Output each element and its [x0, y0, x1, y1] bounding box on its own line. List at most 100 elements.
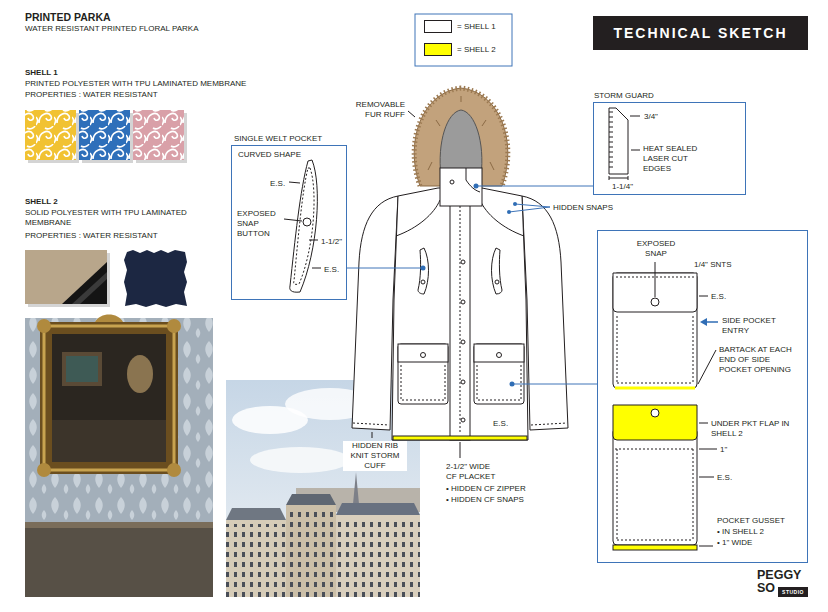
leader-line	[460, 442, 461, 458]
pocket-flap	[398, 344, 448, 362]
city-photo	[286, 505, 336, 597]
dimension: 3/4"	[644, 112, 658, 122]
callout-dot	[421, 184, 518, 387]
pocket-detail	[613, 262, 717, 550]
leader-line	[512, 384, 597, 385]
welt-pocket-detail	[284, 160, 321, 292]
topstitch	[401, 365, 474, 400]
pocket-detail	[613, 428, 697, 545]
interior-photo	[52, 420, 166, 462]
callout-note: UNDER PKT FLAP IN SHELL 2	[711, 419, 793, 439]
node-text: TECHNICAL SKETCH	[613, 25, 787, 41]
collar	[440, 168, 482, 206]
detail-box: EXPOSED SNAP1/4" SNTSE.S.SIDE POCKET ENT…	[597, 230, 808, 563]
fabric-swatch	[25, 110, 187, 163]
city-photo	[336, 515, 420, 597]
fabric-swatch	[25, 110, 76, 160]
callout-note: E.S.	[717, 473, 732, 483]
fabric-swatch	[79, 110, 130, 160]
fabric-swatch	[25, 250, 107, 304]
city-photo	[226, 508, 286, 520]
parka-sketch	[352, 88, 568, 440]
node-text: STUDIO	[782, 589, 804, 595]
fabric-swatch	[133, 110, 184, 160]
detail-heading: SINGLE WELT POCKET	[234, 134, 322, 144]
storm-guard-detail	[609, 112, 613, 167]
callout-note: HEAT SEALED LASER CUT EDGES	[643, 144, 705, 174]
welt-pocket-detail	[294, 168, 314, 284]
snap	[461, 260, 465, 264]
snap	[461, 340, 465, 344]
detail-box: STORM GUARD3/4"HEAT SEALED LASER CUT EDG…	[593, 102, 746, 195]
pocket-detail	[651, 298, 659, 306]
legend-frame	[415, 14, 512, 66]
label: HIDDEN SNAPS	[553, 203, 613, 213]
header-band: TECHNICAL SKETCH	[593, 16, 808, 50]
interior-photo	[40, 322, 178, 474]
callout-dot	[421, 266, 426, 271]
callout-note: SIDE POCKET ENTRY	[722, 316, 784, 336]
interior-photo	[25, 522, 213, 528]
callout-note: EXPOSED SNAP	[631, 239, 681, 259]
storm-guard-detail	[609, 108, 640, 180]
entry-arrow	[700, 318, 718, 326]
fabric-swatch	[124, 250, 187, 307]
pocket-flap	[474, 344, 524, 362]
callout-note: E.S.	[711, 292, 726, 302]
leader-line	[347, 111, 597, 458]
callout-note: E.S.	[324, 265, 339, 275]
snap	[421, 353, 426, 358]
label: • HIDDEN CF SNAPS	[446, 495, 524, 505]
interior-photo	[167, 319, 181, 333]
legend-swatch	[424, 20, 452, 33]
welt-pocket-detail	[303, 218, 311, 226]
sleeve	[522, 196, 568, 430]
topstitch	[477, 365, 521, 400]
jacket-body	[392, 188, 528, 440]
interior-photo	[37, 463, 51, 477]
callout-note: E.S.	[270, 179, 285, 189]
hidden-zipper	[460, 206, 461, 434]
snap	[461, 300, 465, 304]
interior-photo	[37, 319, 51, 333]
interior-photo	[25, 318, 213, 597]
leader-line	[347, 268, 421, 269]
pocket-detail	[615, 387, 695, 390]
city-photo	[336, 519, 420, 597]
legend-text: = SHELL 1	[457, 22, 496, 32]
leader-line	[372, 432, 373, 438]
label: PROPERTIES : WATER RESISTANT	[25, 90, 158, 100]
detail-box: SINGLE WELT POCKETCURVED SHAPEE.S.EXPOSE…	[231, 145, 347, 300]
dimension: 1-1/4"	[612, 182, 633, 192]
callout-dot	[507, 210, 511, 214]
storm-flap	[466, 168, 480, 192]
snap	[450, 180, 454, 184]
label: 2-1/2" WIDE CF PLACKET	[446, 462, 498, 482]
fabric-swatch	[72, 272, 107, 304]
callout-dot	[513, 202, 517, 206]
interior-photo	[25, 522, 213, 597]
interior-photo	[52, 334, 166, 462]
fabric-swatch	[25, 110, 76, 160]
snap	[495, 280, 499, 284]
callout-note: POCKET GUSSET	[717, 516, 785, 526]
callout-dot	[474, 184, 479, 189]
logo-box: STUDIO	[778, 587, 808, 597]
pocket-detail	[615, 449, 695, 540]
interior-photo	[62, 352, 102, 386]
snap	[421, 280, 425, 284]
entry-arrow	[700, 318, 707, 326]
label: REMOVABLE FUR RUFF	[343, 100, 405, 120]
city-photo	[336, 503, 420, 515]
interior-photo	[44, 326, 174, 470]
welt-pocket	[418, 248, 429, 294]
city-photo	[286, 494, 336, 505]
snap	[461, 380, 465, 384]
city-photo	[226, 524, 286, 597]
welt-pocket-detail	[290, 160, 318, 292]
patch-pocket	[398, 344, 448, 404]
legend-text: = SHELL 2	[457, 45, 496, 55]
storm-guard-detail	[609, 116, 640, 180]
hem-lining	[393, 436, 527, 440]
